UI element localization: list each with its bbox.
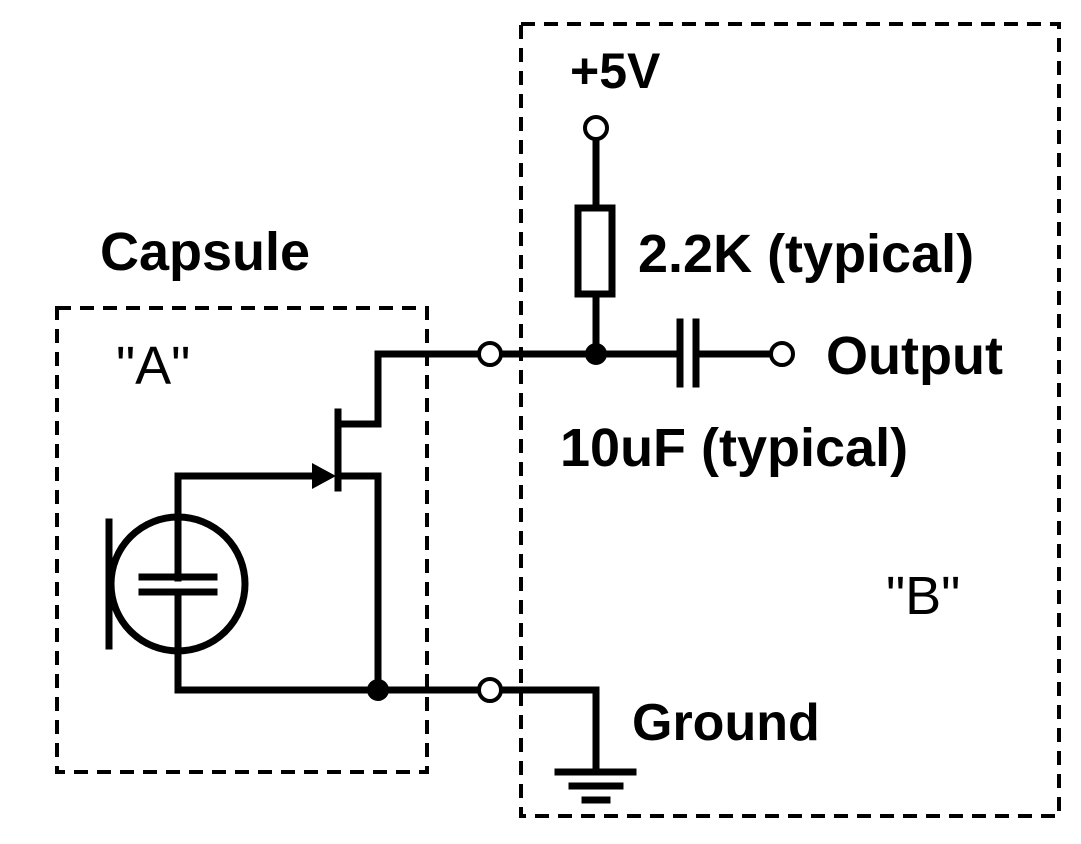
signal-terminal xyxy=(477,341,503,367)
ground-return-wire xyxy=(174,647,482,694)
jfet-gate-arrow xyxy=(312,463,336,489)
drain-wire xyxy=(336,350,482,428)
output-label: Output xyxy=(826,326,1003,386)
supply-terminal xyxy=(583,115,609,141)
block-b-boundary xyxy=(519,22,1061,818)
ground-junction-node xyxy=(367,679,389,701)
ground-label: Ground xyxy=(632,694,820,752)
block-a-boundary xyxy=(55,306,429,774)
capacitor-label: 10uF (typical) xyxy=(560,418,908,478)
output-terminal xyxy=(769,341,795,367)
supply-label: +5V xyxy=(570,43,661,99)
block-a-label: "A" xyxy=(116,336,190,396)
ground-wire xyxy=(499,686,600,774)
capsule-title: Capsule xyxy=(100,222,310,282)
block-b-label: "B" xyxy=(886,566,960,626)
ground-terminal xyxy=(477,677,503,703)
gate-wire xyxy=(174,472,322,582)
resistor-label: 2.2K (typical) xyxy=(638,224,974,284)
jfet-source-wire xyxy=(336,472,382,694)
resistor-symbol xyxy=(574,204,616,298)
output-junction-node xyxy=(585,343,607,365)
